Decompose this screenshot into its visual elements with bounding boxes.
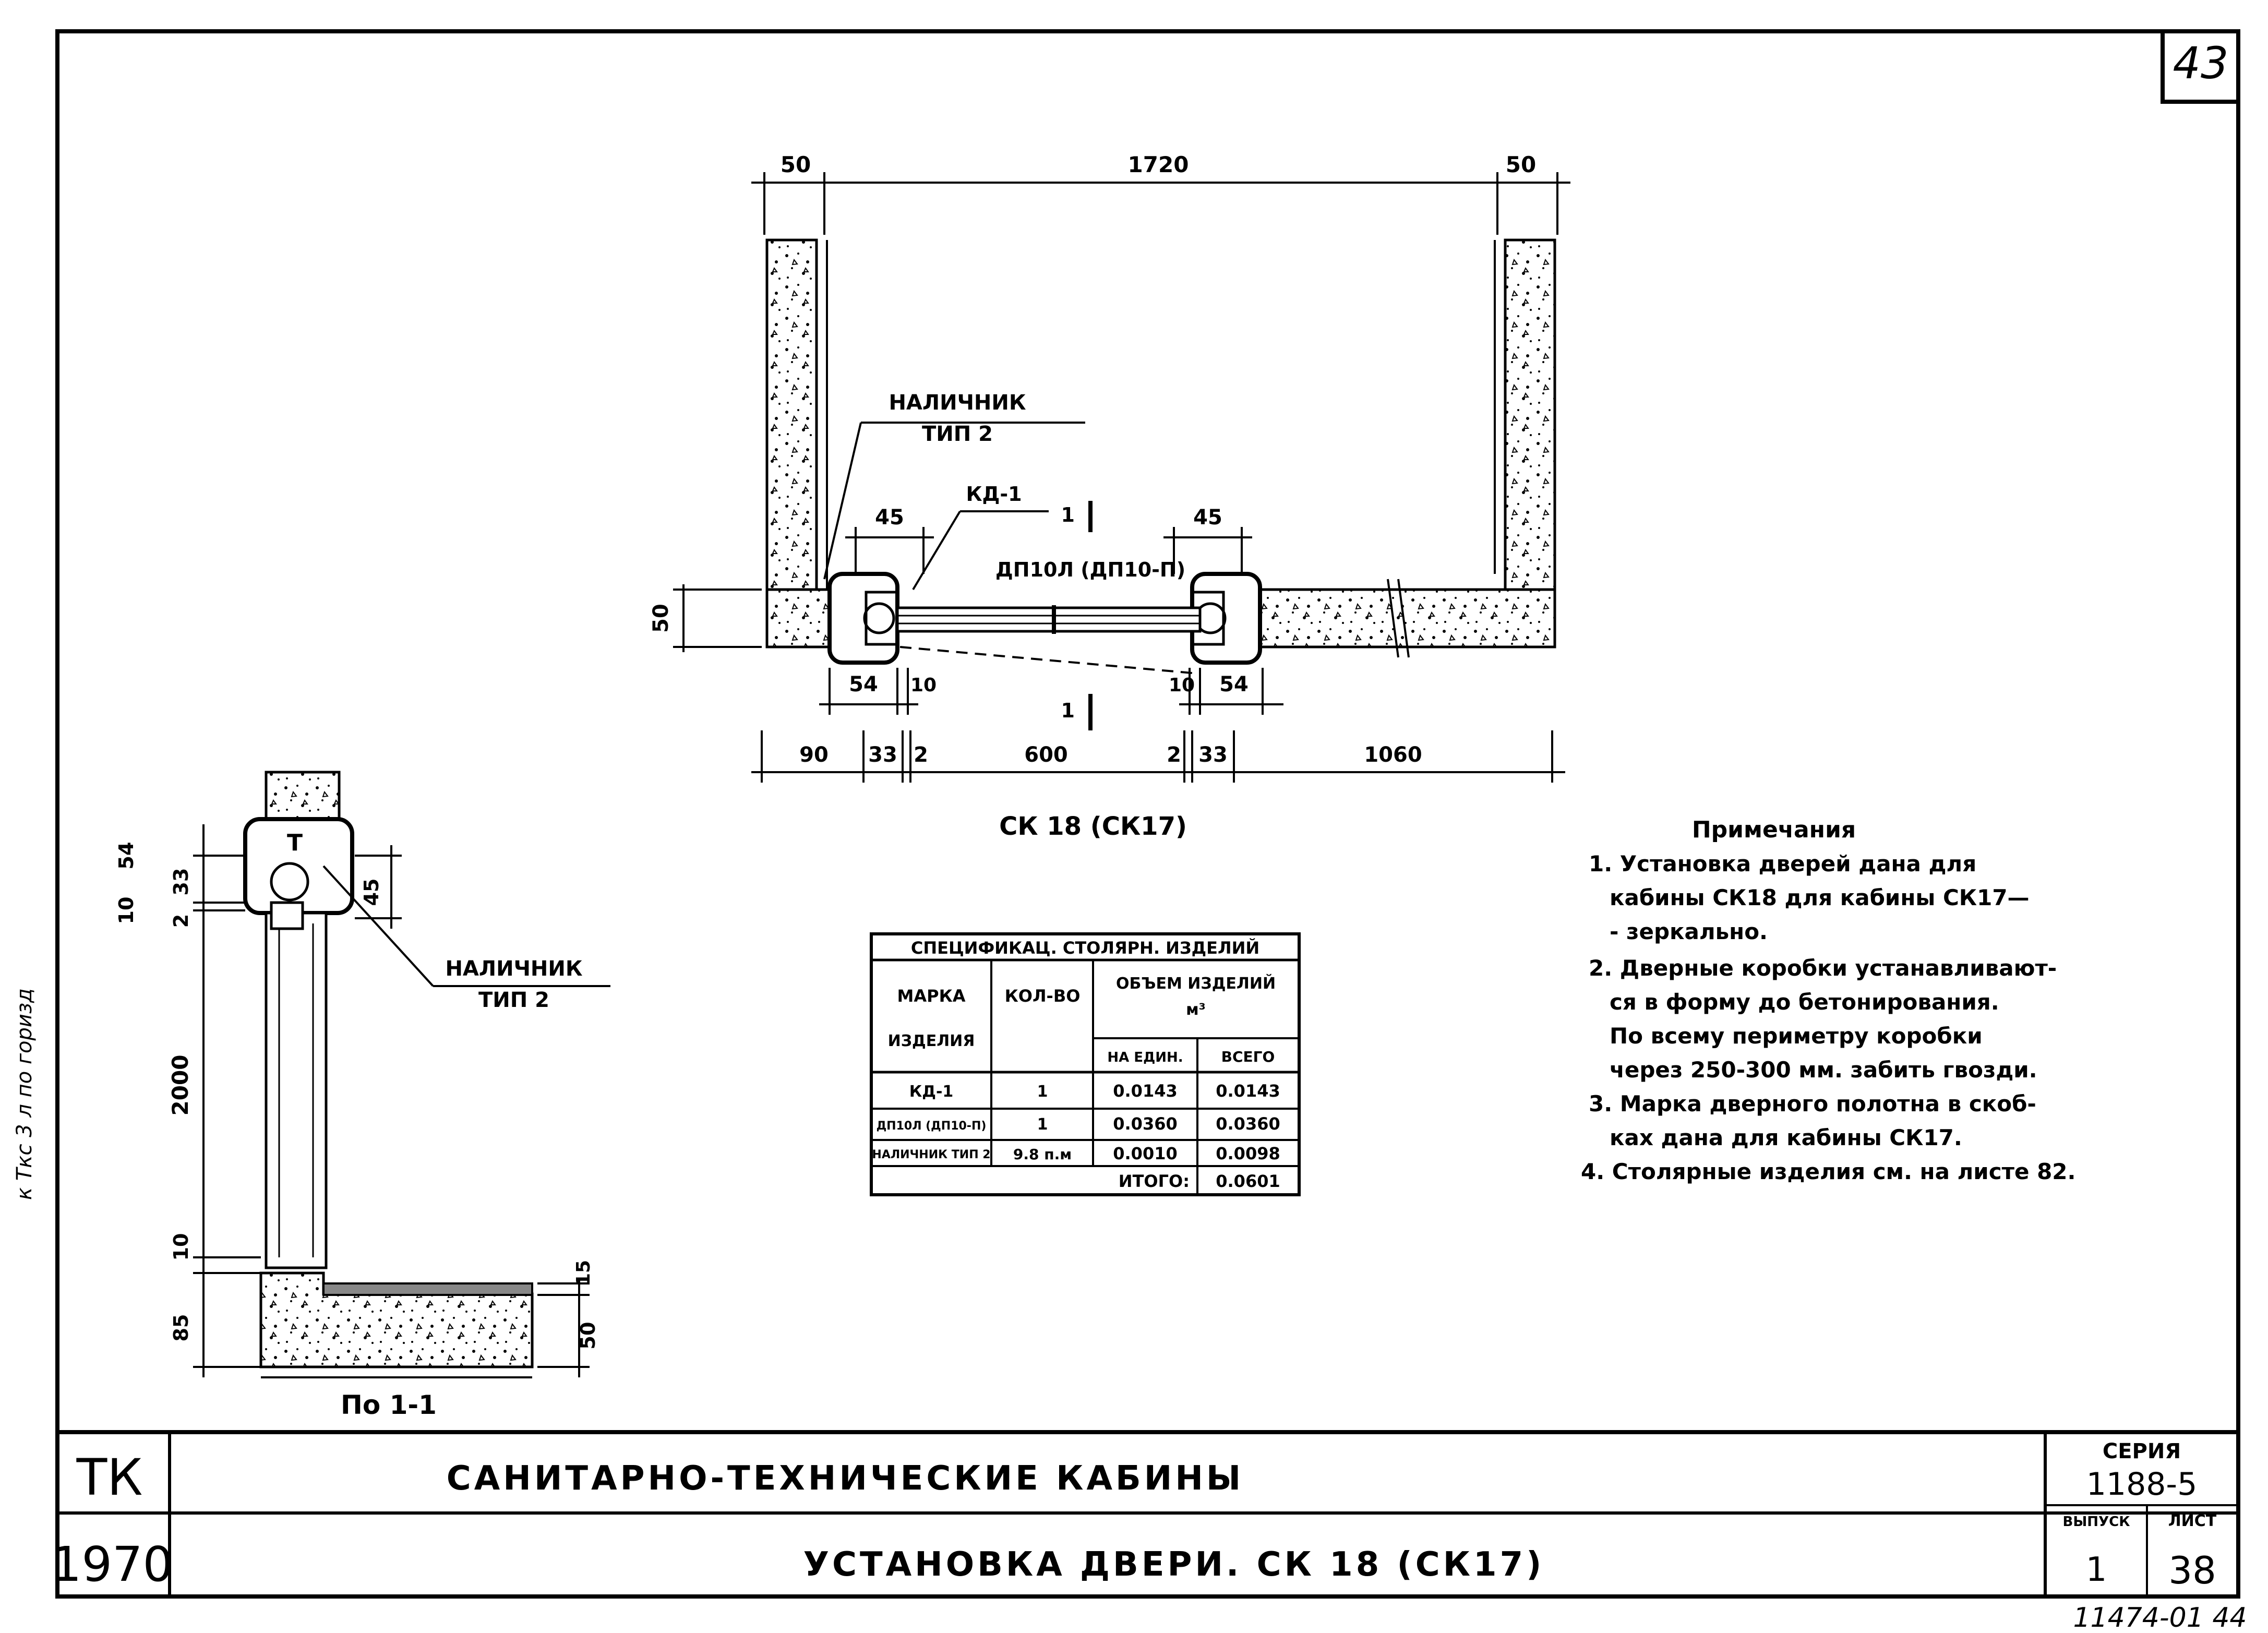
spec-header-qty: КОЛ-ВО [1005, 986, 1081, 1006]
note-line-5: ся в форму до бетонирования. [1610, 989, 1999, 1015]
spec-total-label: ИТОГО: [1119, 1171, 1190, 1191]
plan-door-leaf [896, 606, 1202, 633]
section-dim-right-50: 50 [577, 1322, 599, 1350]
plan-frame-label: КД-1 [966, 483, 1022, 506]
spec-row-3-per: 0.0010 [1113, 1144, 1177, 1163]
plan-trim-type: ТИП 2 [922, 422, 993, 446]
spec-header-per-unit: НА ЕДИН. [1107, 1050, 1183, 1065]
section-dim-left-33: 33 [170, 868, 193, 896]
note-line-9: ках дана для кабины СК17. [1610, 1125, 1962, 1150]
title-year: 1970 [51, 1536, 173, 1592]
sheet-label: ЛИСТ [2168, 1512, 2217, 1530]
note-line-10: 4. Столярные изделия см. на листе 82. [1581, 1159, 2075, 1184]
notes-title: Примечания [1692, 816, 1856, 843]
plan-dim-bottom-2: 33 [868, 743, 897, 767]
spec-row-3-qty: 9.8 п.м [1013, 1146, 1072, 1163]
section-dim-left-54: 54 [115, 842, 138, 870]
plan-dim-10-left: 10 [910, 675, 937, 696]
plan-dim-54-left: 54 [849, 673, 878, 697]
spec-row-2-total: 0.0360 [1216, 1114, 1280, 1134]
spec-table: СПЕЦИФИКАЦ. СТОЛЯРН. ИЗДЕЛИЙ МАРКА ИЗДЕЛ… [870, 932, 1301, 1196]
spec-row-3-mark: НАЛИЧНИК ТИП 2 [872, 1148, 990, 1161]
spec-header-unit: м³ [1186, 1001, 1206, 1019]
title-block: ТК 1970 САНИТАРНО-ТЕХНИЧЕСКИЕ КАБИНЫ УСТ… [51, 1430, 2238, 1596]
section-dim-right-15: 15 [573, 1260, 594, 1286]
plan-dim-bottom-5: 2 [1167, 743, 1181, 767]
plan-dim-bottom-4: 600 [1024, 743, 1068, 767]
spec-row-3-total: 0.0098 [1216, 1144, 1280, 1163]
note-line-6: По всему периметру коробки [1610, 1023, 1983, 1049]
series-label: СЕРИЯ [2103, 1439, 2181, 1463]
plan-dim-bottom-1: 90 [799, 743, 829, 767]
note-line-7: через 250-300 мм. забить гвозди. [1610, 1057, 2037, 1083]
plan-dim-54-right: 54 [1219, 673, 1249, 697]
bottom-code: 11474-01 44 [2073, 1602, 2247, 1633]
issue-value: 1 [2086, 1551, 2107, 1589]
spec-row-2-mark: ДП10Л (ДП10-П) [877, 1120, 987, 1133]
spec-title: СПЕЦИФИКАЦ. СТОЛЯРН. ИЗДЕЛИЙ [911, 938, 1259, 958]
plan-view: 50 1720 50 90 33 2 600 2 33 1060 50 45 4… [649, 152, 1570, 841]
section-view: T 54 10 33 2 2000 10 85 45 15 50 [115, 771, 610, 1420]
section-dim-left-10b: 10 [170, 1233, 193, 1261]
plan-dim-bottom-7: 1060 [1364, 743, 1422, 767]
section-dim-left-2: 2 [170, 914, 193, 928]
plan-section-mark-bottom: 1 [1061, 699, 1075, 722]
note-line-1: 1. Установка дверей дана для [1589, 851, 1976, 876]
spec-header-total: ВСЕГО [1221, 1048, 1275, 1065]
notes: Примечания 1. Установка дверей дана для … [1581, 816, 2075, 1184]
spec-header-mark2: ИЗДЕЛИЯ [888, 1032, 975, 1050]
section-trim-type: ТИП 2 [478, 988, 549, 1012]
spec-row-2-qty: 1 [1037, 1115, 1048, 1134]
spec-header-mark: МАРКА [897, 986, 966, 1006]
section-trim-label: НАЛИЧНИК [445, 957, 582, 981]
spec-row-1-qty: 1 [1037, 1083, 1048, 1101]
section-dim-45: 45 [360, 879, 383, 906]
note-line-4: 2. Дверные коробки устанавливают- [1589, 955, 2057, 981]
section-dim-left-10: 10 [115, 897, 138, 924]
section-dim-left-2000: 2000 [167, 1055, 193, 1116]
spec-row-1-per: 0.0143 [1113, 1081, 1177, 1101]
plan-wall-left [765, 238, 818, 649]
plan-dim-45-right: 45 [1193, 506, 1222, 530]
spec-row-1-mark: КД-1 [909, 1083, 954, 1101]
plan-wall-right [1504, 238, 1556, 649]
title-line-1: САНИТАРНО-ТЕХНИЧЕСКИЕ КАБИНЫ [447, 1459, 1244, 1498]
spec-total-value: 0.0601 [1216, 1171, 1280, 1191]
title-org: ТК [76, 1448, 143, 1507]
section-door-leaf [265, 911, 328, 1269]
series-value: 1188-5 [2086, 1466, 2198, 1503]
note-line-2: кабины СК18 для кабины СК17— [1610, 885, 2030, 910]
issue-label: ВЫПУСК [2063, 1514, 2130, 1530]
page-number: 43 [2173, 38, 2229, 89]
plan-door-label: ДП10Л (ДП10-П) [995, 558, 1185, 581]
plan-front-wall-left [765, 588, 836, 649]
plan-section-mark-top: 1 [1061, 503, 1075, 526]
plan-trim-label: НАЛИЧНИК [889, 391, 1026, 415]
plan-dim-top-3: 50 [1506, 152, 1536, 177]
spec-row-2-per: 0.0360 [1113, 1114, 1177, 1134]
plan-dim-bottom-3: 2 [914, 743, 928, 767]
plan-dim-10-right: 10 [1169, 675, 1195, 696]
plan-caption: СК 18 (СК17) [999, 812, 1187, 841]
note-line-3: - зеркально. [1610, 919, 1768, 944]
page-number-box [2161, 29, 2240, 104]
sheet-value: 38 [2168, 1548, 2216, 1592]
section-dim-left-85: 85 [170, 1314, 193, 1342]
plan-dim-top-1: 50 [781, 152, 811, 177]
title-line-2: УСТАНОВКА ДВЕРИ. СК 18 (СК17) [803, 1545, 1545, 1584]
margin-stamp: к Ткс 3 л по горизд [13, 988, 37, 1200]
spec-header-volume: ОБЪЕМ ИЗДЕЛИЙ [1116, 974, 1276, 993]
plan-dim-bottom-6: 33 [1198, 743, 1228, 767]
plan-door-swing [899, 646, 1193, 674]
note-line-8: 3. Марка дверного полотна в скоб- [1589, 1091, 2036, 1116]
spec-row-1-total: 0.0143 [1216, 1081, 1280, 1101]
svg-text:T: T [287, 830, 303, 856]
plan-dim-left: 50 [649, 604, 673, 633]
sheet-frame [55, 29, 2240, 1599]
plan-dim-45-left: 45 [875, 506, 904, 530]
section-caption: По 1-1 [341, 1390, 437, 1420]
plan-dim-top-2: 1720 [1128, 152, 1189, 177]
